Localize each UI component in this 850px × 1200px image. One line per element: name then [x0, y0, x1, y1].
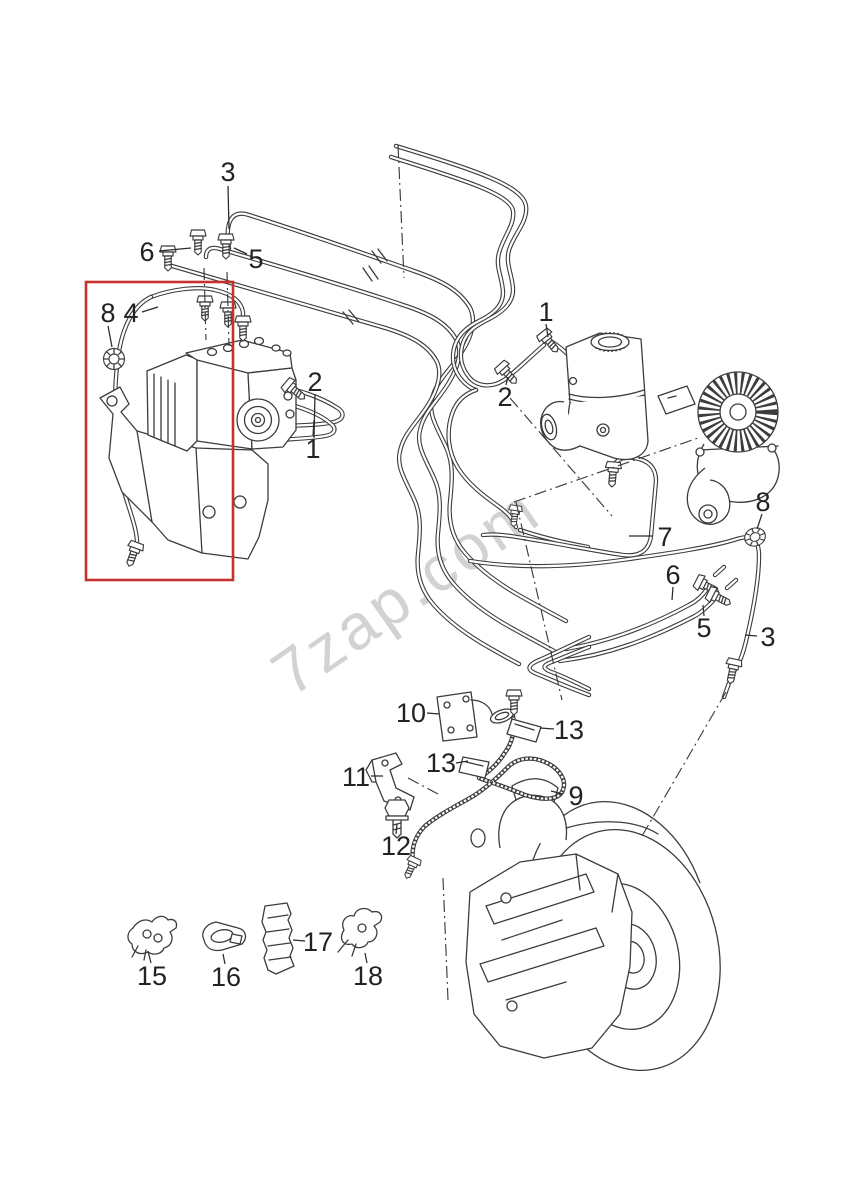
- part-label-3: 3: [220, 157, 235, 187]
- part-label-15: 15: [137, 961, 167, 991]
- master-cylinder-group: [539, 332, 649, 461]
- callout-leader-16: [222, 953, 226, 965]
- callout-leader-3: [227, 185, 230, 230]
- part-label-8: 8: [100, 298, 115, 328]
- highlight-box: [84, 280, 235, 582]
- callout-leader-6: [158, 247, 192, 252]
- part-label-13: 13: [554, 715, 584, 745]
- reference-lines: [203, 144, 727, 1001]
- part-label-5: 5: [248, 244, 263, 274]
- callout-leader-8: [107, 325, 113, 348]
- part-label-16: 16: [211, 962, 241, 992]
- part-label-18: 18: [353, 961, 383, 991]
- callout-leader-1: [312, 419, 315, 437]
- part-label-10: 10: [396, 698, 426, 728]
- hose-group: [365, 691, 567, 865]
- part-label-6: 6: [665, 560, 680, 590]
- pump-bracket: [657, 385, 696, 415]
- bracket-11: [371, 752, 415, 811]
- clip-17: [261, 902, 295, 975]
- callout-leader-13: [539, 727, 555, 730]
- part-label-7: 7: [657, 522, 672, 552]
- abs-module-group: [99, 336, 297, 560]
- vacuum-pump-group: [657, 371, 780, 525]
- part-label-4: 4: [123, 298, 138, 328]
- part-label-3: 3: [760, 622, 775, 652]
- callout-leader-8: [756, 513, 763, 530]
- callout-leader-1: [545, 323, 549, 338]
- part-label-5: 5: [696, 613, 711, 643]
- grommet-8-right: [741, 524, 769, 550]
- callout-leader-5: [702, 604, 705, 617]
- part-label-12: 12: [381, 831, 411, 861]
- callout-leader-10: [426, 712, 440, 715]
- part-label-8: 8: [755, 487, 770, 517]
- brake-pipes: [112, 143, 762, 700]
- part-label-9: 9: [568, 781, 583, 811]
- part-label-2: 2: [307, 367, 322, 397]
- callout-leader-18: [364, 952, 368, 964]
- part-label-13: 13: [426, 748, 456, 778]
- clip-13b: [458, 756, 490, 779]
- part-label-6: 6: [139, 237, 154, 267]
- callout-leader-9: [550, 790, 564, 795]
- callout-leader-17: [292, 939, 306, 942]
- part-label-2: 2: [497, 382, 512, 412]
- bolt-12: [384, 799, 410, 817]
- part-label-17: 17: [303, 927, 333, 957]
- grommet-8-left: [102, 347, 126, 371]
- part-label-1: 1: [538, 297, 553, 327]
- callout-leader-13: [455, 760, 469, 764]
- callout-leader-15: [147, 950, 152, 964]
- callout-leader-2: [313, 393, 316, 439]
- callout-leader-5: [233, 247, 248, 255]
- front-brake-group: [465, 778, 721, 1072]
- callout-leader-12: [395, 823, 398, 835]
- mounting-clips-group: [127, 902, 383, 975]
- callout-leader-6: [671, 586, 674, 601]
- part-label-1: 1: [305, 434, 320, 464]
- callout-leader-4: [141, 306, 159, 313]
- clip-15: [127, 915, 178, 955]
- part-label-11: 11: [342, 762, 370, 792]
- callout-leader-3: [744, 634, 758, 637]
- callout-leader-2: [505, 376, 509, 386]
